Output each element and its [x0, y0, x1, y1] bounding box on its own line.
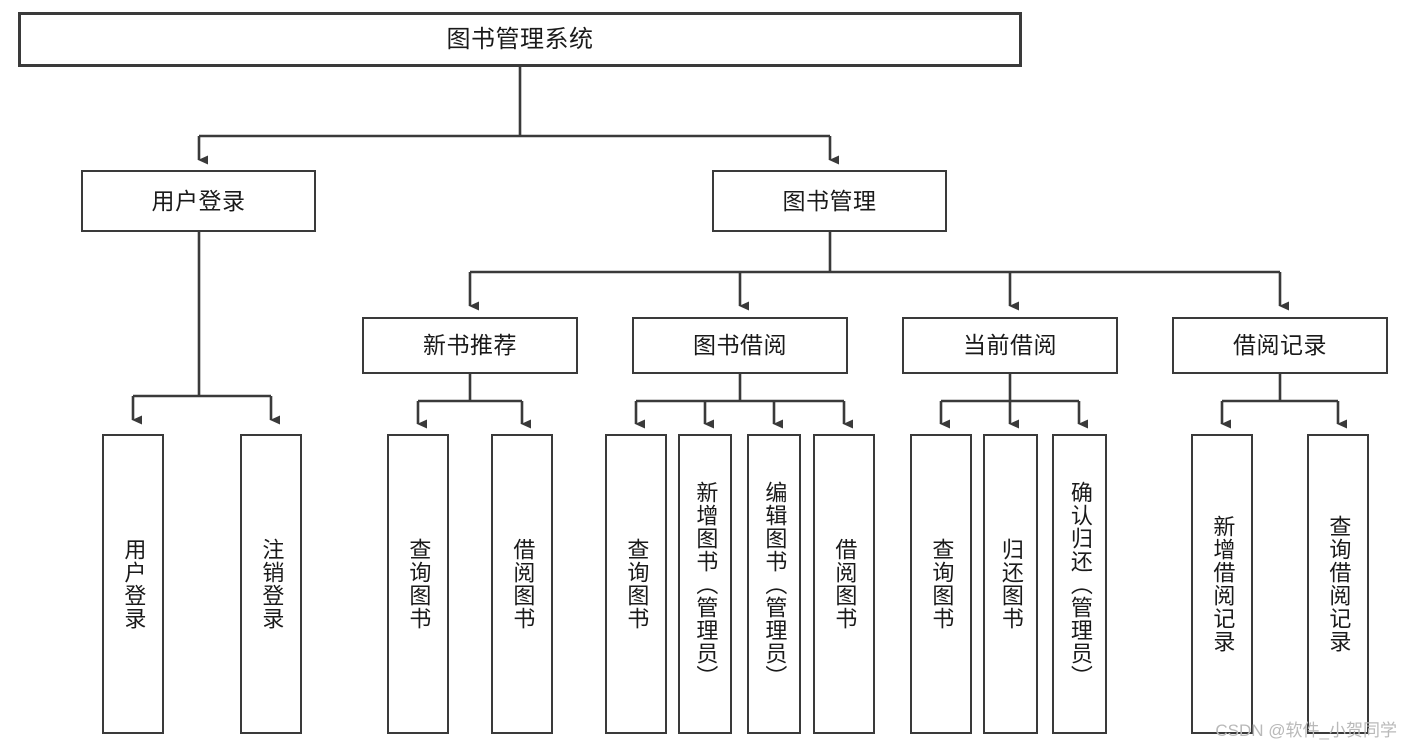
node-label: 当前借阅 [963, 332, 1057, 359]
leaf-borrow-book[interactable]: 借阅图书 [813, 434, 875, 734]
node-label: 注销登录 [259, 538, 285, 630]
node-borrow-record[interactable]: 借阅记录 [1172, 317, 1388, 374]
node-label: 借阅图书 [510, 538, 536, 630]
node-label: 查询图书 [406, 538, 432, 630]
leaf-edit-book-admin[interactable]: 编辑图书（管理员） [747, 434, 801, 734]
leaf-logout[interactable]: 注销登录 [240, 434, 302, 734]
leaf-query-book-recommend[interactable]: 查询图书 [387, 434, 449, 734]
node-label: 借阅记录 [1233, 332, 1327, 359]
node-user-login[interactable]: 用户登录 [81, 170, 316, 232]
node-label: 查询图书 [624, 538, 650, 630]
node-label: 确认归还（管理员） [1067, 480, 1093, 688]
node-label: 新增借阅记录 [1210, 515, 1236, 653]
leaf-borrow-book-recommend[interactable]: 借阅图书 [491, 434, 553, 734]
leaf-add-book-admin[interactable]: 新增图书（管理员） [678, 434, 732, 734]
node-label: 图书管理 [782, 187, 877, 214]
node-book-manage[interactable]: 图书管理 [712, 170, 947, 232]
leaf-user-login[interactable]: 用户登录 [102, 434, 164, 734]
leaf-query-borrow-record[interactable]: 查询借阅记录 [1307, 434, 1369, 734]
node-new-book-recommend[interactable]: 新书推荐 [362, 317, 578, 374]
node-label: 查询借阅记录 [1326, 515, 1352, 653]
node-current-borrow[interactable]: 当前借阅 [902, 317, 1118, 374]
node-label: 编辑图书（管理员） [762, 480, 788, 688]
leaf-query-book-current[interactable]: 查询图书 [910, 434, 972, 734]
node-label: 新书推荐 [423, 332, 517, 359]
leaf-return-book[interactable]: 归还图书 [983, 434, 1038, 734]
node-label: 查询图书 [929, 538, 955, 630]
leaf-query-book-borrow[interactable]: 查询图书 [605, 434, 667, 734]
node-label: 用户登录 [121, 538, 147, 630]
leaf-add-borrow-record[interactable]: 新增借阅记录 [1191, 434, 1253, 734]
node-label: 图书借阅 [693, 332, 787, 359]
leaf-confirm-return-admin[interactable]: 确认归还（管理员） [1052, 434, 1107, 734]
node-label: 图书管理系统 [446, 25, 594, 53]
node-label: 用户登录 [151, 187, 246, 214]
node-label: 新增图书（管理员） [693, 480, 719, 688]
watermark-text: CSDN @软件_小贺同学 [1215, 721, 1397, 740]
node-root-system[interactable]: 图书管理系统 [18, 12, 1022, 67]
node-book-borrow[interactable]: 图书借阅 [632, 317, 848, 374]
node-label: 借阅图书 [832, 538, 858, 630]
node-label: 归还图书 [998, 538, 1024, 630]
